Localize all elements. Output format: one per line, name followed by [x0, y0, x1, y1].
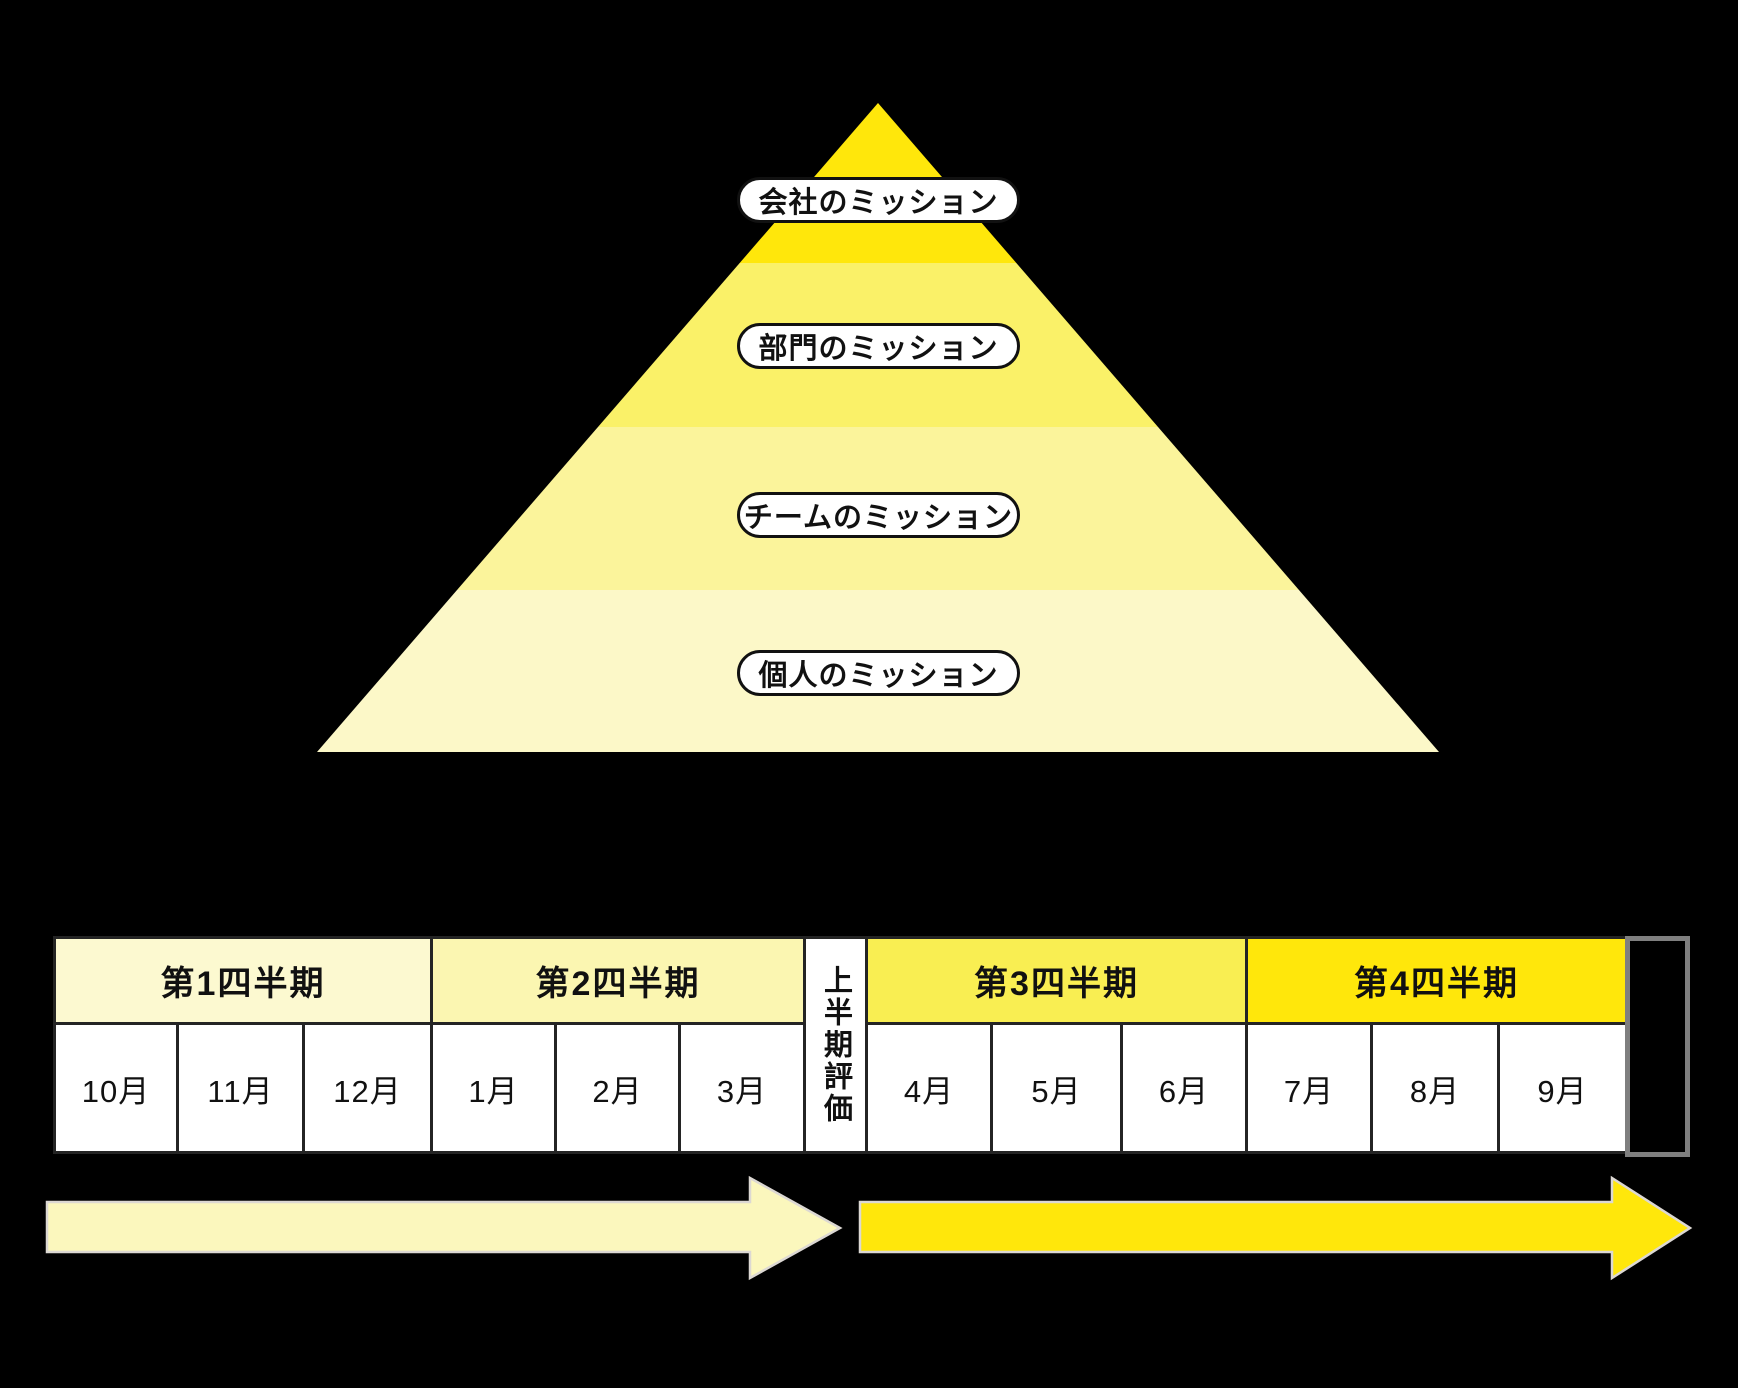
- month-cell-apr: 4月: [865, 1022, 993, 1154]
- mission-pill-department: 部門のミッション: [737, 323, 1020, 369]
- month-cell-jul: 7月: [1245, 1022, 1373, 1154]
- mission-pill-individual-label: 個人のミッション: [758, 660, 999, 692]
- end-spacer-box: [1625, 936, 1690, 1157]
- timeline-table: 第1四半期 第2四半期 上半期評価 第3四半期 第4四半期 10月 11月 12…: [53, 936, 1628, 1154]
- month-cell-oct: 10月: [53, 1022, 179, 1154]
- quarter-header-q2: 第2四半期: [430, 936, 806, 1025]
- mission-pill-team-label: チームのミッション: [743, 502, 1014, 534]
- mission-pill-team: チームのミッション: [737, 492, 1020, 538]
- month-cell-jun: 6月: [1120, 1022, 1248, 1154]
- mission-pill-company: 会社のミッション: [737, 177, 1020, 223]
- month-cell-jan: 1月: [430, 1022, 557, 1154]
- mission-pill-department-label: 部門のミッション: [758, 333, 999, 365]
- month-cell-sep: 9月: [1497, 1022, 1628, 1154]
- quarter-header-q4: 第4四半期: [1245, 936, 1628, 1025]
- first-half-arrow: [45, 1175, 843, 1281]
- quarter-header-q1: 第1四半期: [53, 936, 433, 1025]
- month-cell-may: 5月: [990, 1022, 1123, 1154]
- month-cell-nov: 11月: [176, 1022, 305, 1154]
- month-cell-dec: 12月: [302, 1022, 433, 1154]
- month-cell-aug: 8月: [1370, 1022, 1500, 1154]
- mission-pill-company-label: 会社のミッション: [758, 187, 999, 219]
- quarter-header-q3: 第3四半期: [865, 936, 1248, 1025]
- mission-pill-individual: 個人のミッション: [737, 650, 1020, 696]
- month-cell-feb: 2月: [554, 1022, 681, 1154]
- midterm-evaluation-cell: 上半期評価: [803, 936, 868, 1154]
- month-cell-mar: 3月: [678, 1022, 806, 1154]
- second-half-arrow: [858, 1175, 1693, 1281]
